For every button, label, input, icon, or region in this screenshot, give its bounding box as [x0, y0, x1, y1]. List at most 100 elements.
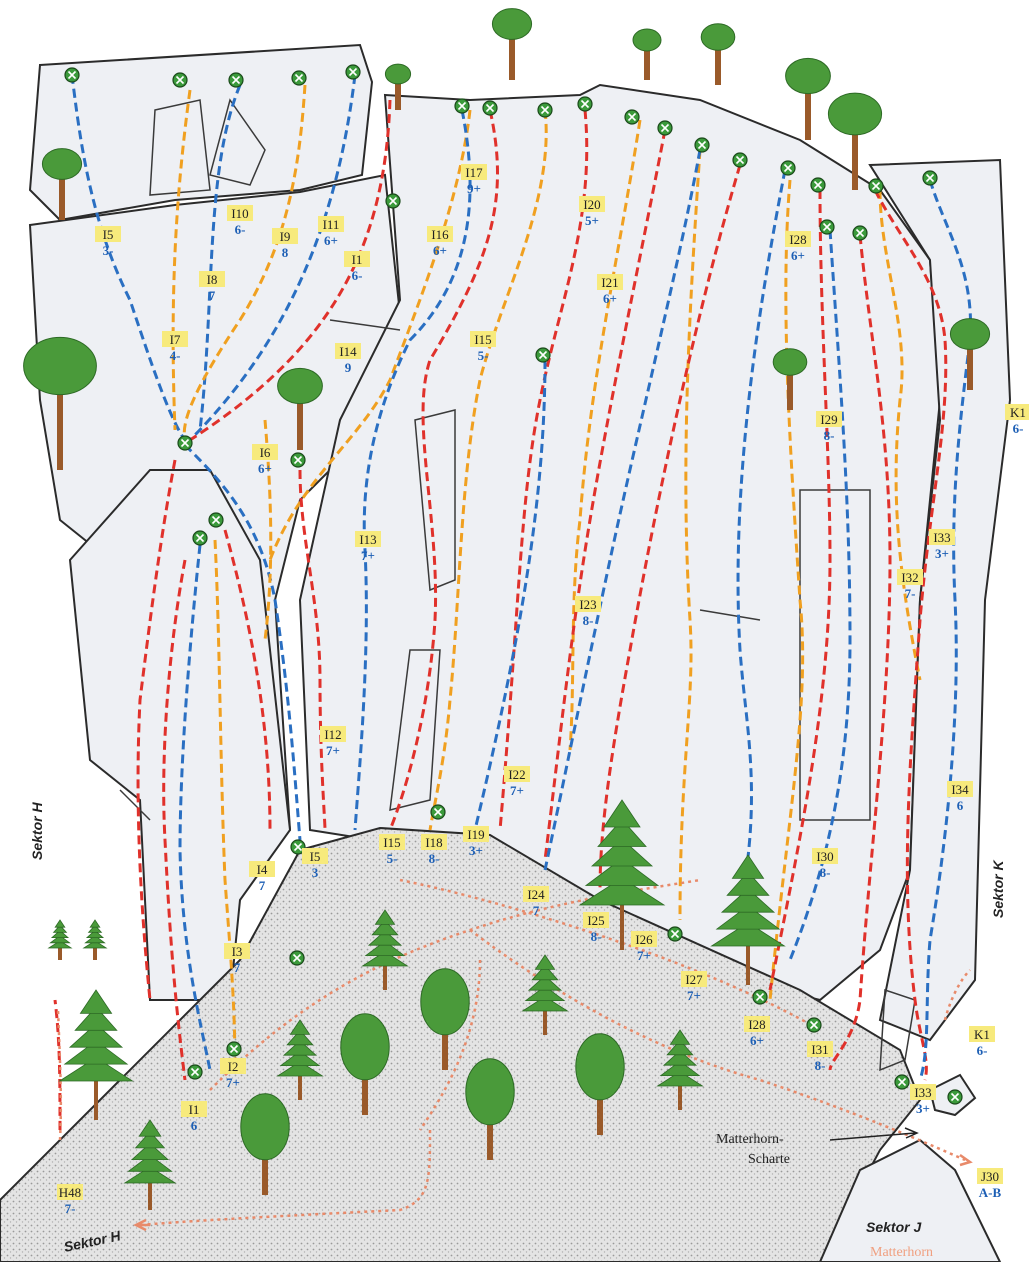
anchor-icon [578, 97, 592, 111]
route-grade: A-B [979, 1185, 1002, 1200]
tree-icon [701, 24, 735, 85]
route-grade: 3+ [469, 843, 483, 858]
anchor-icon [948, 1090, 962, 1104]
route-id: I33 [933, 530, 950, 545]
route-id: I28 [748, 1017, 765, 1032]
route-id: I34 [951, 782, 969, 797]
tree-icon [633, 29, 661, 80]
anchor-icon [386, 194, 400, 208]
anchor-icon [853, 226, 867, 240]
anchor-icon [188, 1065, 202, 1079]
route-id: I8 [207, 272, 218, 287]
route-grade: 3+ [916, 1101, 930, 1116]
route-grade: 7 [234, 960, 241, 975]
route-id: I1 [189, 1102, 200, 1117]
route-grade: 6- [977, 1043, 988, 1058]
route-id: I22 [508, 767, 525, 782]
tree-icon [84, 920, 106, 960]
route-grade: 7 [259, 878, 266, 893]
anchor-icon [292, 71, 306, 85]
tree-icon [786, 58, 831, 140]
anchor-icon [695, 138, 709, 152]
route-label-i4: I47 [249, 861, 275, 893]
matterhorn-scharte-label-1: Matterhorn- [716, 1132, 784, 1147]
route-id: I31 [811, 1042, 828, 1057]
route-id: I15 [474, 332, 491, 347]
sektor-h-side-label: Sektor H [29, 802, 45, 860]
route-grade: 6- [1013, 421, 1024, 436]
anchor-icon [923, 171, 937, 185]
route-id: I19 [467, 827, 484, 842]
route-grade: 9+ [467, 181, 481, 196]
route-id: I3 [232, 944, 243, 959]
anchor-icon [538, 103, 552, 117]
route-grade: 6+ [750, 1033, 764, 1048]
sektor-j-label: Sektor J [866, 1219, 922, 1235]
route-id: J30 [981, 1169, 999, 1184]
route-grade: 6+ [433, 243, 447, 258]
tree-icon [49, 920, 71, 960]
anchor-icon [227, 1042, 241, 1056]
route-id: I33 [914, 1085, 931, 1100]
route-grade: 7+ [226, 1075, 240, 1090]
route-id: K1 [1010, 405, 1026, 420]
sektor-k-label: Sektor K [990, 860, 1006, 918]
anchor-icon [178, 436, 192, 450]
route-id: I14 [339, 344, 357, 359]
route-id: I17 [465, 165, 483, 180]
footpath-arrow-icon [960, 1155, 970, 1165]
anchor-icon [536, 348, 550, 362]
anchor-icon [733, 153, 747, 167]
route-label-k1: K16- [1005, 404, 1029, 436]
route-id: I23 [579, 597, 596, 612]
anchor-icon [291, 453, 305, 467]
route-id: I10 [231, 206, 248, 221]
anchor-icon [483, 101, 497, 115]
anchor-icon [668, 927, 682, 941]
route-grade: 7 [209, 288, 216, 303]
anchor-icon [193, 531, 207, 545]
route-id: I13 [359, 532, 376, 547]
route-grade: 7- [905, 586, 916, 601]
anchor-icon [209, 513, 223, 527]
anchor-icon [811, 178, 825, 192]
route-id: I29 [820, 412, 837, 427]
route-grade: 6+ [603, 291, 617, 306]
route-id: I21 [601, 275, 618, 290]
route-grade: 3+ [935, 546, 949, 561]
route-grade: 7 [533, 903, 540, 918]
route-grade: 8- [820, 865, 831, 880]
matterhorn-scharte-label-2: Scharte [748, 1152, 790, 1167]
route-grade: 7+ [361, 548, 375, 563]
anchor-icon [753, 990, 767, 1004]
route-grade: 5+ [585, 213, 599, 228]
route-id: I7 [170, 332, 181, 347]
anchor-icon [229, 73, 243, 87]
route-grade: 9 [345, 360, 352, 375]
route-id: I24 [527, 887, 545, 902]
matterhorn-label: Matterhorn [870, 1245, 933, 1260]
route-grade: 6 [957, 798, 964, 813]
route-id: I27 [685, 972, 703, 987]
route-id: I5 [310, 849, 321, 864]
route-id: I26 [635, 932, 653, 947]
route-grade: 6+ [324, 233, 338, 248]
route-id: I25 [587, 913, 604, 928]
route-grade: 6- [235, 222, 246, 237]
route-grade: 3- [103, 243, 114, 258]
route-grade: 8- [591, 929, 602, 944]
anchor-icon [65, 68, 79, 82]
route-grade: 6+ [258, 461, 272, 476]
route-grade: 6- [352, 268, 363, 283]
anchor-icon [658, 121, 672, 135]
route-grade: 6+ [791, 248, 805, 263]
route-id: I5 [103, 227, 114, 242]
route-label-k1: K16- [969, 1026, 995, 1058]
route-grade: 7+ [326, 743, 340, 758]
route-id: H48 [59, 1185, 81, 1200]
anchor-icon [290, 951, 304, 965]
route-grade: 4- [170, 348, 181, 363]
route-id: I16 [431, 227, 449, 242]
